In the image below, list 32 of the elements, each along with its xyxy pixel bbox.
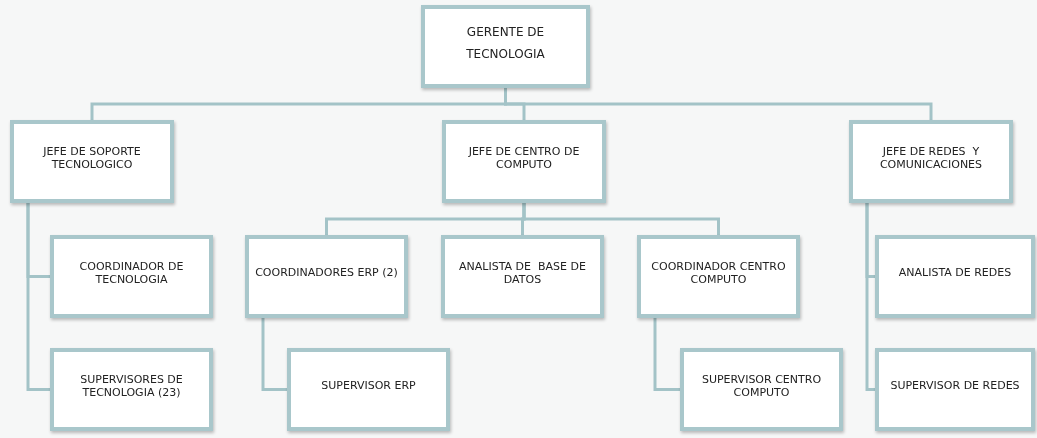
role-label: JEFE DE REDES Y COMUNICACIONES [878, 144, 984, 171]
role-label: COORDINADOR CENTRO COMPUTO [650, 259, 787, 286]
role-label: GERENTE DE TECNOLOGIA [465, 23, 546, 63]
org-box [849, 120, 1013, 203]
role-label: ANALISTA DE REDES [898, 266, 1012, 279]
role-label: JEFE DE CENTRO DE COMPUTO [467, 144, 581, 171]
org-box [50, 235, 213, 318]
connector-line [26, 203, 50, 391]
role-label: COORDINADORES ERP (2) [255, 266, 398, 279]
connector-line [522, 203, 720, 235]
role-label: SUPERVISORES DE TECNOLOGIA (23) [79, 372, 184, 399]
role-label: ANALISTA DE BASE DE DATOS [458, 259, 587, 286]
org-box [680, 348, 843, 431]
connector-line [865, 203, 875, 391]
org-box [245, 235, 408, 318]
org-box [10, 120, 174, 203]
connector-line [653, 318, 680, 391]
org-box [441, 235, 604, 318]
connector-line [504, 88, 933, 120]
role-label: JEFE DE SOPORTE TECNOLOGICO [41, 144, 142, 171]
org-box [442, 120, 606, 203]
org-box [50, 348, 213, 431]
role-label: SUPERVISOR ERP [321, 379, 416, 392]
org-box [287, 348, 450, 431]
org-box [637, 235, 800, 318]
org-box [875, 348, 1035, 431]
connector-line [261, 318, 287, 391]
role-label: SUPERVISOR DE REDES [890, 379, 1020, 392]
role-label: SUPERVISOR CENTRO COMPUTO [700, 372, 823, 399]
org-box [421, 5, 590, 88]
role-label: COORDINADOR DE TECNOLOGIA [78, 259, 185, 286]
org-box [875, 235, 1035, 318]
